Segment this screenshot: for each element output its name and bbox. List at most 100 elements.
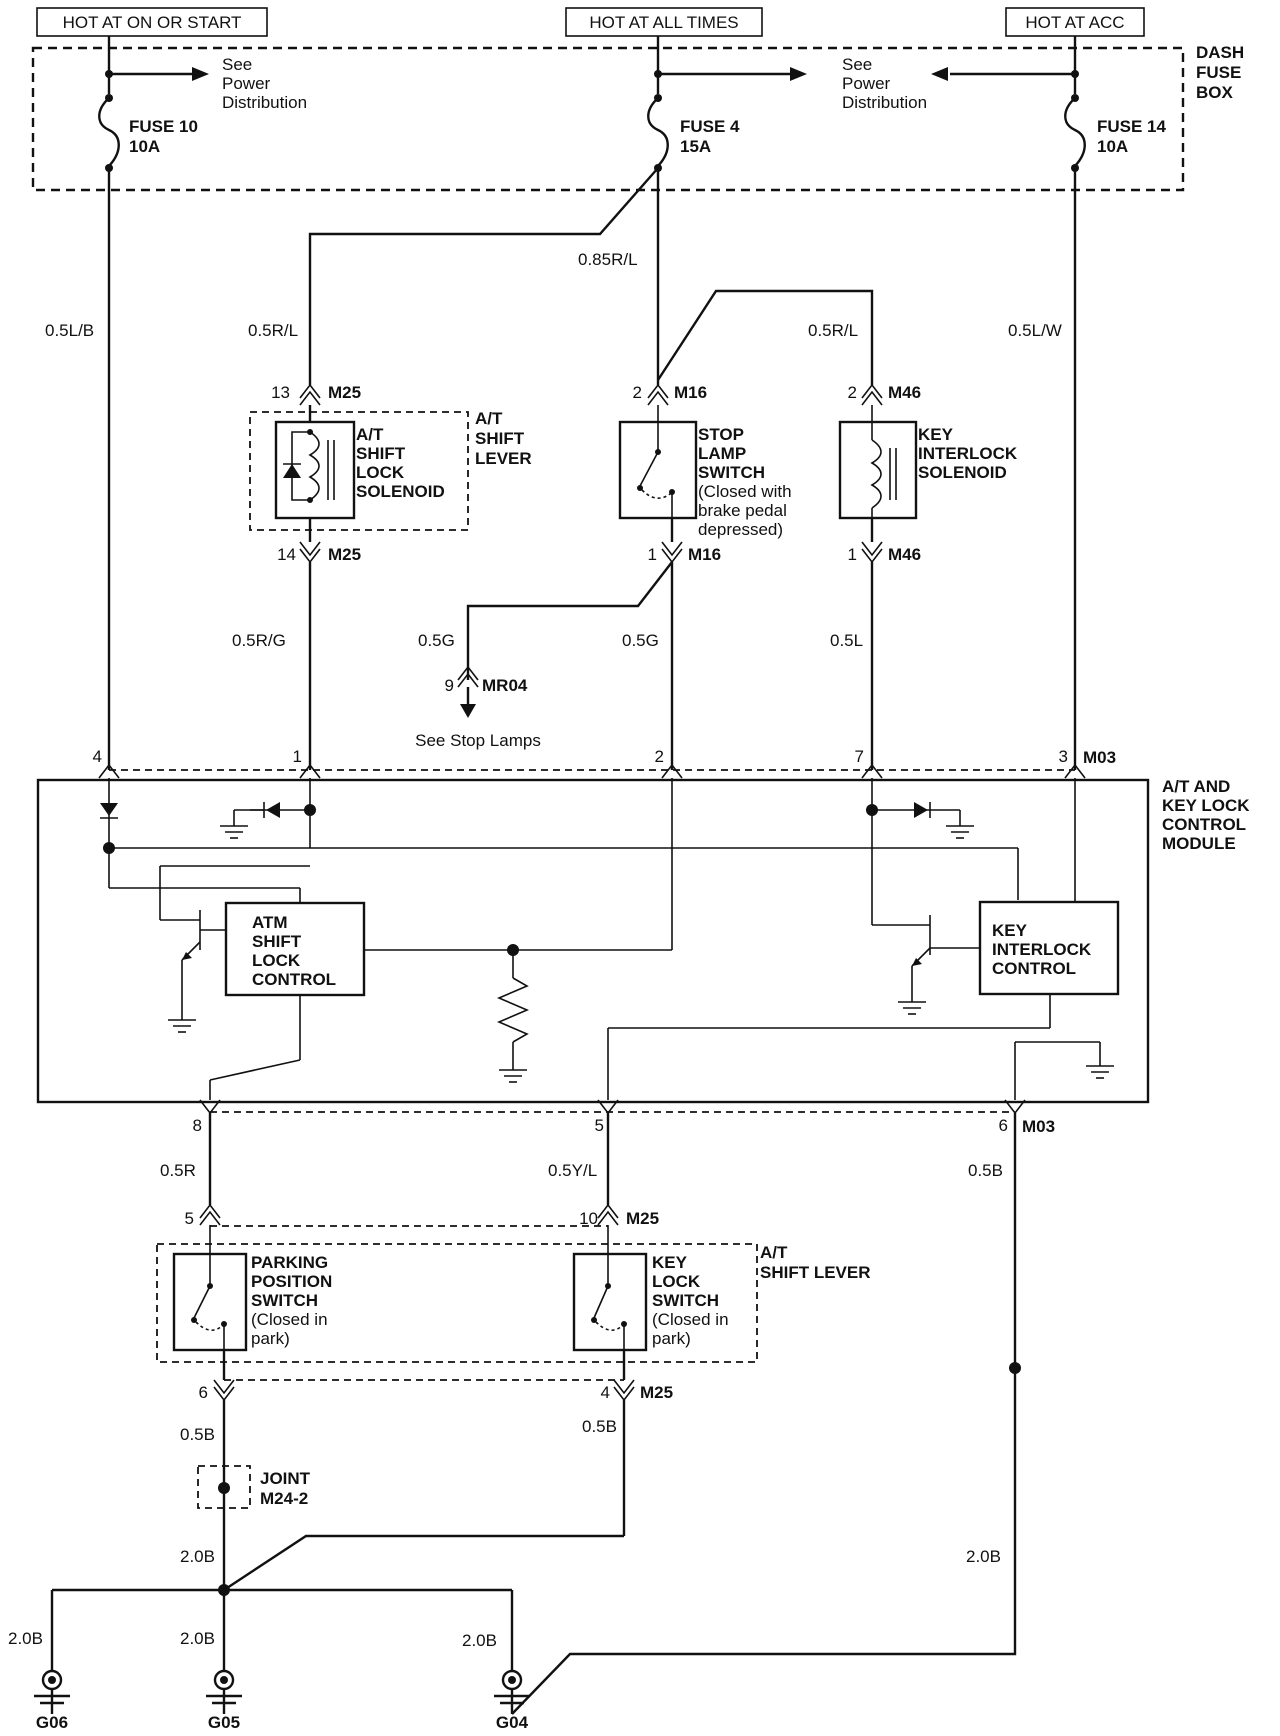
joint-label-1: JOINT: [260, 1469, 311, 1488]
m03-pin-4: 4: [93, 747, 102, 766]
connector-m03-bottom: 8 5 6 M03: [193, 1099, 1055, 1136]
wire-label-05g-a: 0.5G: [418, 631, 455, 650]
connector-m03-top: 4 1 2 7 3 M03: [93, 747, 1116, 779]
key-lock-note-1: (Closed in: [652, 1310, 729, 1329]
arrow-left-icon: [931, 67, 948, 81]
pin-14: 14: [277, 545, 296, 564]
stop-lamp-note-3: depressed): [698, 520, 783, 539]
header-hot-acc-label: HOT AT ACC: [1025, 13, 1124, 32]
solenoid-label-1: A/T: [356, 425, 384, 444]
fuse-box-label-2: FUSE: [1196, 63, 1241, 82]
key-solenoid-label-3: SOLENOID: [918, 463, 1007, 482]
see-power-dist-1-a: See: [222, 55, 252, 74]
fuse-box-label-1: DASH: [1196, 43, 1244, 62]
key-solenoid-label-2: INTERLOCK: [918, 444, 1018, 463]
wire-label-05b-a: 0.5B: [180, 1425, 215, 1444]
wire-label-05b-c: 0.5B: [968, 1161, 1003, 1180]
joint-m24-2: JOINT M24-2: [197, 1465, 311, 1509]
stop-lamp-note-2: brake pedal: [698, 501, 787, 520]
shift-lever-label-2: SHIFT: [475, 429, 525, 448]
shift-lever-label-1: A/T: [475, 409, 503, 428]
connector-m16-1-label: M16: [688, 545, 721, 564]
connector-m46-1-label: M46: [888, 545, 921, 564]
m25-pin-5: 5: [185, 1209, 194, 1228]
wire-label-05rg: 0.5R/G: [232, 631, 286, 650]
header-hot-on-start: HOT AT ON OR START: [36, 7, 268, 37]
shift-lock-solenoid: A/T SHIFT LOCK SOLENOID A/T SHIFT LEVER: [249, 405, 532, 542]
key-control-label-3: CONTROL: [992, 959, 1076, 978]
solenoid-label-4: SOLENOID: [356, 482, 445, 501]
header-hot-acc: HOT AT ACC: [1005, 7, 1145, 37]
shift-lever-bottom-label-2: SHIFT LEVER: [760, 1263, 871, 1282]
connector-m46-2: 2 M46: [848, 383, 921, 406]
stop-lamp-switch: STOP LAMP SWITCH (Closed with brake peda…: [618, 405, 792, 542]
ground-g06: G06: [34, 1669, 70, 1732]
pin-2-m16: 2: [633, 383, 642, 402]
see-power-dist-2-a: See: [842, 55, 872, 74]
wire-label-085rl: 0.85R/L: [578, 250, 638, 269]
header-hot-all-times: HOT AT ALL TIMES: [565, 7, 763, 37]
key-lock-label-2: LOCK: [652, 1272, 701, 1291]
module-label-2: KEY LOCK: [1162, 796, 1250, 815]
m25-pin-6: 6: [199, 1383, 208, 1402]
fuse-14-name: FUSE 14: [1097, 117, 1167, 136]
m25-pin-10: 10: [579, 1209, 598, 1228]
connector-mr04-label: MR04: [482, 676, 528, 695]
g04-label: G04: [496, 1713, 529, 1732]
pin-2-m46: 2: [848, 383, 857, 402]
fuse-4-rating: 15A: [680, 137, 711, 156]
m03-pin-6: 6: [999, 1116, 1008, 1135]
atm-control-label-4: CONTROL: [252, 970, 336, 989]
diode-icon: [266, 802, 280, 818]
resistor-icon: [496, 977, 530, 1043]
key-lock-switch: [572, 1252, 648, 1352]
key-control-label-1: KEY: [992, 921, 1028, 940]
m25-pin-4: 4: [601, 1383, 610, 1402]
fuse-box-label-3: BOX: [1196, 83, 1234, 102]
wire-label-20b-e: 2.0B: [966, 1547, 1001, 1566]
m03-pin-7: 7: [855, 747, 864, 766]
connector-m25-10-label: M25: [626, 1209, 659, 1228]
wire-label-20b-a: 2.0B: [180, 1547, 215, 1566]
arrow-right-icon: [790, 67, 807, 81]
control-module: A/T AND KEY LOCK CONTROL MODULE: [36, 777, 1250, 1104]
pin-9: 9: [445, 676, 454, 695]
connector-m25-13: 13 M25: [271, 383, 361, 406]
connector-m25-6-4: 6 4 M25: [199, 1379, 673, 1402]
wire-label-05r: 0.5R: [160, 1161, 196, 1180]
arrow-down-icon: [460, 704, 476, 718]
diode-icon: [914, 802, 928, 818]
shift-lever-bottom-label-1: A/T: [760, 1243, 788, 1262]
wire-label-20b-d: 2.0B: [462, 1631, 497, 1650]
fuse-10-name: FUSE 10: [129, 117, 198, 136]
solenoid-label-3: LOCK: [356, 463, 405, 482]
module-label-4: MODULE: [1162, 834, 1236, 853]
m03-pin-5: 5: [595, 1116, 604, 1135]
wire-label-05lw: 0.5L/W: [1008, 321, 1062, 340]
connector-m25-label: M25: [328, 383, 361, 402]
fuse-4: FUSE 4 15A: [647, 94, 740, 172]
module-label-1: A/T AND: [1162, 777, 1230, 796]
connector-m25-4-label: M25: [640, 1383, 673, 1402]
key-lock-label-3: SWITCH: [652, 1291, 719, 1310]
m03-pin-2: 2: [655, 747, 664, 766]
parking-note-2: park): [251, 1329, 290, 1348]
wire-label-05l: 0.5L: [830, 631, 863, 650]
key-control-label-2: INTERLOCK: [992, 940, 1092, 959]
wire-label-20b-c: 2.0B: [180, 1629, 215, 1648]
parking-switch-label-1: PARKING: [251, 1253, 328, 1272]
module-label-3: CONTROL: [1162, 815, 1246, 834]
see-power-dist-2-b: Power: [842, 74, 891, 93]
pin-1-m46: 1: [848, 545, 857, 564]
shift-lever-switches: A/T SHIFT LEVER PARKING POSITION SWITCH …: [156, 1225, 871, 1363]
connector-m46-1: 1 M46: [848, 541, 921, 564]
atm-control-label-3: LOCK: [252, 951, 301, 970]
ground-g05: G05: [206, 1669, 242, 1732]
m03-pin-3: 3: [1059, 747, 1068, 766]
wire-label-05g-b: 0.5G: [622, 631, 659, 650]
connector-m16-1: 1 M16: [648, 541, 721, 564]
fuse-14-rating: 10A: [1097, 137, 1128, 156]
pin-1-m16: 1: [648, 545, 657, 564]
see-power-dist-1-b: Power: [222, 74, 271, 93]
